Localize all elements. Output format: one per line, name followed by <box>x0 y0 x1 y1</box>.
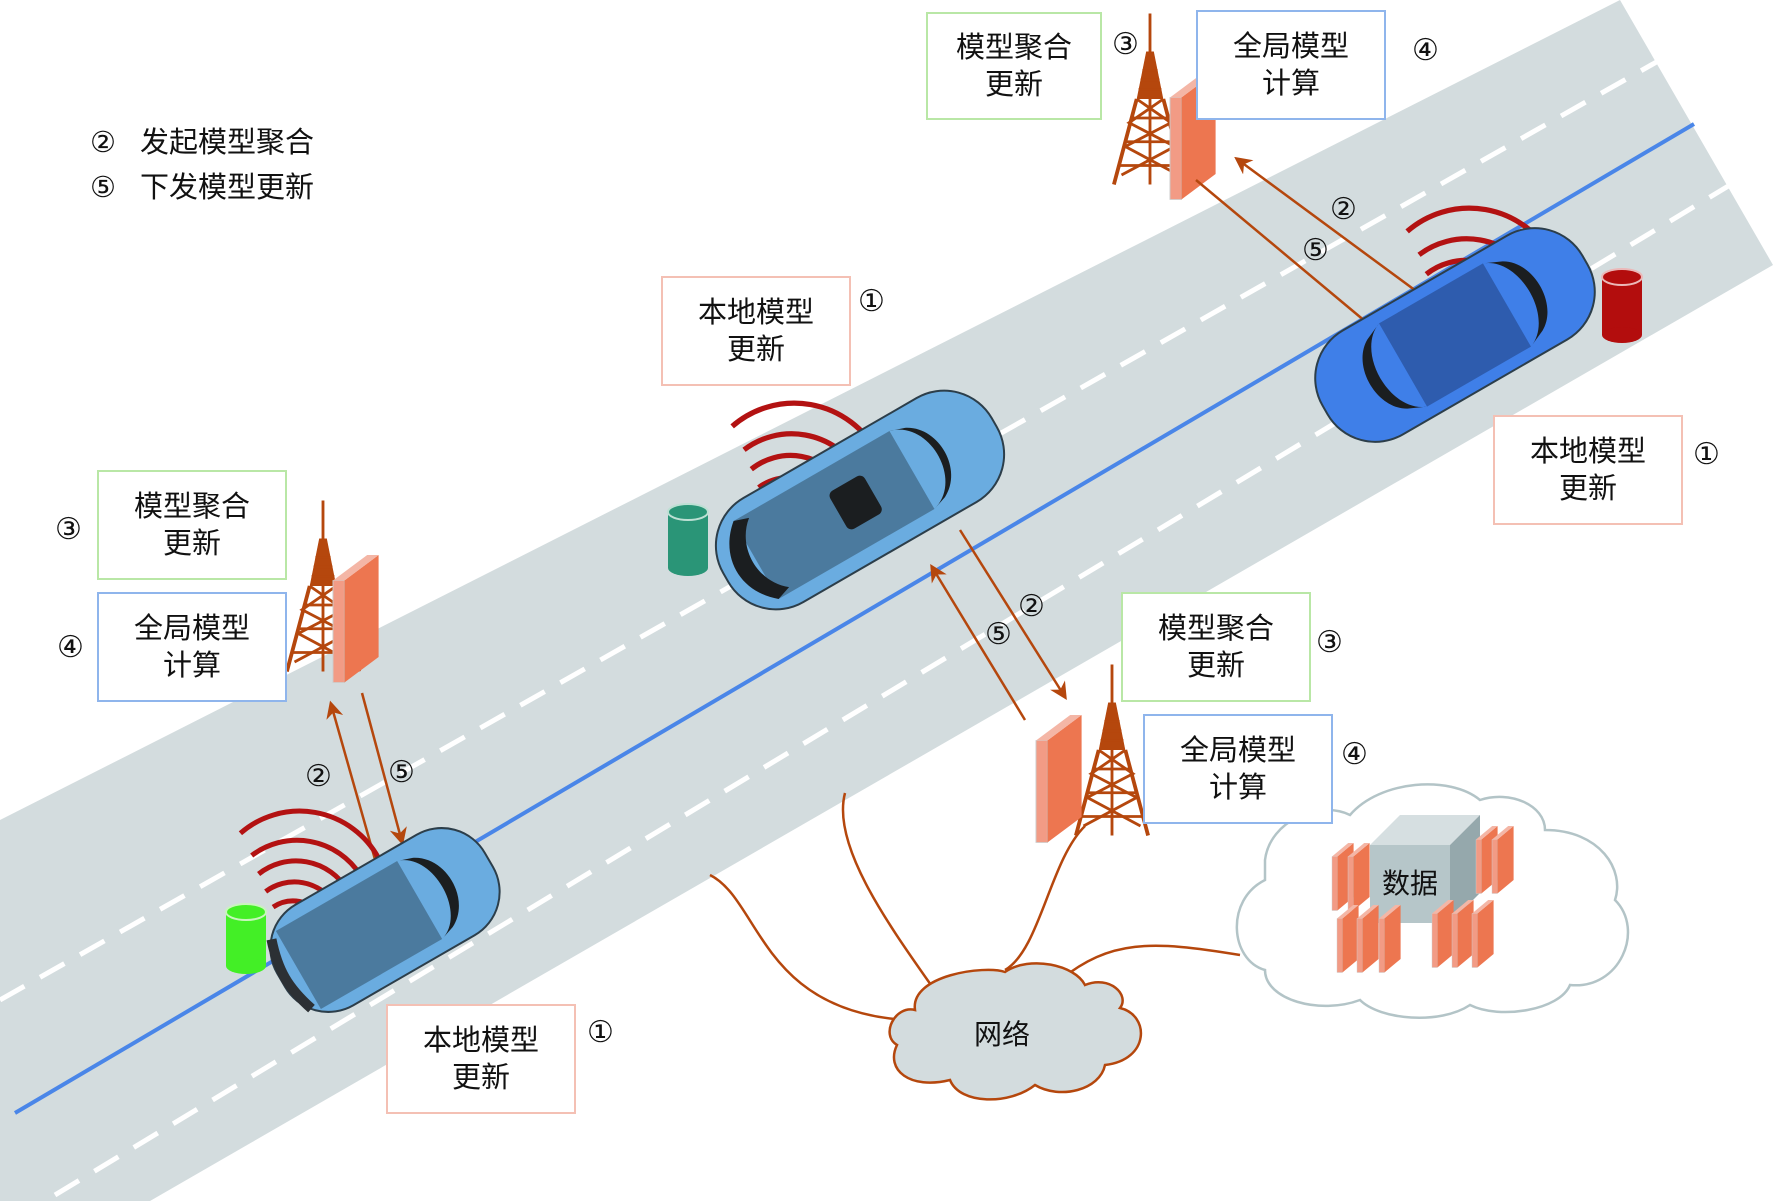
legend-item: ⑤ 下发模型更新 <box>90 165 314 210</box>
local-update-box-right: 本地模型更新 <box>1493 415 1683 525</box>
lane-divider-top <box>0 57 1662 1003</box>
car-left <box>266 827 501 1013</box>
box-line: 更新 <box>726 332 785 366</box>
base-station-left <box>284 498 380 683</box>
legend: ② 发起模型聚合 ⑤ 下发模型更新 <box>90 120 314 210</box>
box-line: 全局模型 <box>1232 29 1349 63</box>
car-middle <box>714 389 1006 611</box>
aggregate-update-box-bottom: 模型聚合更新 <box>1121 592 1311 702</box>
box-line: 全局模型 <box>1179 733 1296 767</box>
arrow-label-up: ② <box>1330 192 1357 227</box>
box-line: 全局模型 <box>133 611 250 645</box>
step-number: ③ <box>55 512 82 547</box>
local-data-cylinder-red <box>1601 268 1643 343</box>
box-line: 更新 <box>1558 471 1617 505</box>
global-compute-box-left: 全局模型计算 <box>97 592 287 702</box>
local-data-cylinder-green <box>225 903 267 974</box>
arrow-label-up: ② <box>305 759 332 794</box>
legend-num: ⑤ <box>90 170 116 204</box>
box-line: 本地模型 <box>1529 434 1646 468</box>
box-line: 计算 <box>162 648 221 682</box>
data-label: 数据 <box>1382 867 1439 900</box>
aggregate-update-box-top: 模型聚合更新 <box>926 12 1102 120</box>
aggregate-update-box-left: 模型聚合更新 <box>97 470 287 580</box>
step-number: ③ <box>1112 27 1139 62</box>
local-update-box-middle: 本地模型更新 <box>661 276 851 386</box>
step-number: ④ <box>57 630 84 665</box>
legend-text: 发起模型聚合 <box>140 125 315 159</box>
step-number: ① <box>858 284 885 319</box>
step-number: ③ <box>1316 625 1343 660</box>
global-compute-box-top: 全局模型计算 <box>1196 10 1386 120</box>
arrow-label-down: ⑤ <box>388 755 415 790</box>
legend-num: ② <box>90 125 116 159</box>
arrow-label-up: ② <box>1018 589 1045 624</box>
box-line: 更新 <box>451 1060 510 1094</box>
local-data-cylinder-teal <box>667 503 709 576</box>
box-line: 本地模型 <box>697 295 814 329</box>
network-label: 网络 <box>974 1018 1031 1051</box>
box-line: 模型聚合 <box>955 30 1072 64</box>
network-cloud <box>888 962 1143 1101</box>
local-update-box-bottom: 本地模型更新 <box>386 1004 576 1114</box>
global-compute-box-bottom: 全局模型计算 <box>1143 714 1333 824</box>
car-right <box>1314 227 1596 443</box>
box-line: 模型聚合 <box>1157 611 1274 645</box>
data-cube <box>1370 815 1480 923</box>
arrow-label-down: ⑤ <box>985 617 1012 652</box>
step-number: ① <box>587 1015 614 1050</box>
box-line: 计算 <box>1208 770 1267 804</box>
legend-item: ② 发起模型聚合 <box>90 120 314 165</box>
box-line: 计算 <box>1261 66 1320 100</box>
step-number: ① <box>1693 437 1720 472</box>
arrow-label-down: ⑤ <box>1302 233 1329 268</box>
network-links <box>709 792 1241 1022</box>
box-line: 更新 <box>1186 648 1245 682</box>
step-number: ④ <box>1412 33 1439 68</box>
step-number: ④ <box>1341 737 1368 772</box>
box-line: 本地模型 <box>422 1023 539 1057</box>
box-line: 更新 <box>984 67 1043 101</box>
box-line: 更新 <box>162 526 221 560</box>
legend-text: 下发模型更新 <box>140 170 315 204</box>
box-line: 模型聚合 <box>133 489 250 523</box>
